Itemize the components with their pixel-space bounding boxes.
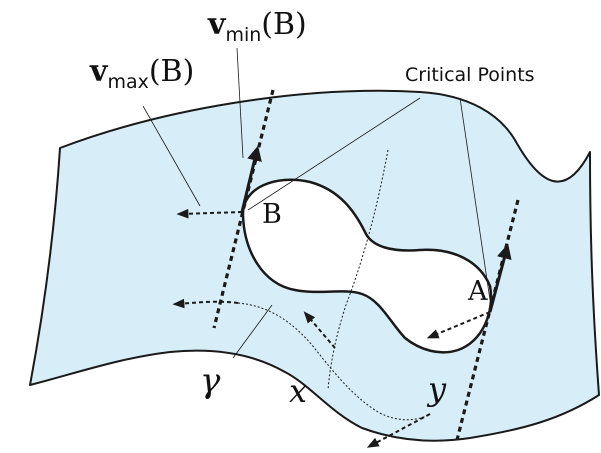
leader-critical-b [247,97,421,211]
x-label: x [289,372,307,410]
vmin-vector-arrow [240,145,262,213]
point-b-label: B [262,199,282,230]
y-tangent-arrow [366,413,431,448]
gamma-label: γ [200,361,221,401]
gamma-curve [237,302,431,421]
y-label: y [426,370,447,408]
dashed-line-b [212,89,275,329]
critical-points-label: Critical Points [405,64,535,86]
vmax-label: vmax(B) [89,54,194,93]
x-tangent-arrow [303,311,336,349]
point-a-label: A [467,276,488,307]
a-vmin-vector-arrow [488,243,512,313]
leader-gamma [232,304,273,359]
leader-vmin [236,47,244,159]
gamma-start-arrow [172,298,239,309]
leader-critical-a [459,97,491,301]
vmax-vector-arrow [176,208,243,219]
vmin-label: vmin(B) [207,7,307,46]
x-curve [327,149,389,391]
surface-hole [241,178,493,354]
a-vmax-vector-arrow [426,311,491,339]
leader-vmax [142,105,201,207]
